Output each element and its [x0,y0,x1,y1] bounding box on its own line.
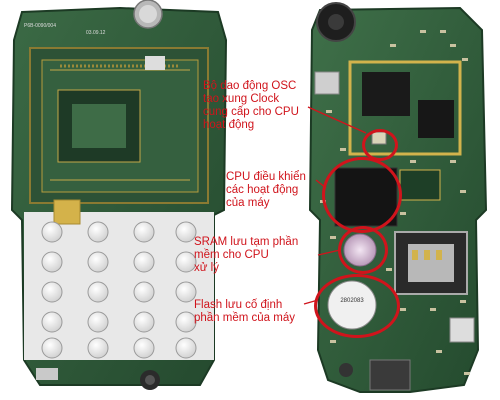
flash-pointer [303,299,319,305]
smd-components [320,30,470,375]
smd-part [430,308,436,311]
keypad-dome [133,221,155,243]
keypad-dome [87,281,109,303]
keypad-dome [175,251,197,273]
keypad-dome [175,221,197,243]
smd-part [326,110,332,113]
osc-label: Bộ dao động OSC tạo xung Clock cung cấp … [203,80,299,131]
smd-part [330,236,336,239]
keypad-dome [175,337,197,359]
board-print-date: 03.09.12 [86,30,106,36]
keypad-dome [175,281,197,303]
smd-part [420,30,426,33]
smd-part [400,308,406,311]
keypad-dome [87,311,109,333]
smd-part [340,148,346,151]
smd-part [436,350,442,353]
sram-pointer [317,249,341,256]
keypad-dome [133,281,155,303]
keypad-dome [133,251,155,273]
smd-part [450,44,456,47]
flash-label: Flash lưu cố định phần mềm của máy [194,299,295,324]
keypad-dome [41,221,63,243]
smd-part [460,190,466,193]
keypad-dome [87,221,109,243]
sram-label: SRAM lưu tạm phần mềm cho CPU xử lý [194,236,299,274]
osc-pointer [307,106,367,134]
keypad-dome [87,337,109,359]
smd-part [390,44,396,47]
cpu-label: CPU điều khiển các hoạt động của máy [226,171,306,209]
keypad-dome [175,311,197,333]
left-board-image: P6B-0090/004 03.09.12 [10,0,228,390]
smd-part [330,340,336,343]
keypad-dome [133,337,155,359]
smd-part [464,372,470,375]
keypad-dome [133,311,155,333]
smd-part [386,268,392,271]
board-print-code: P6B-0090/004 [24,23,56,29]
smd-part [440,30,446,33]
cpu-pointer [315,179,327,189]
keypad-dome [87,251,109,273]
smd-part [462,58,468,61]
smd-part [410,160,416,163]
osc-highlight-ring [362,129,398,161]
keypad-dome [41,337,63,359]
keypad-dome [41,251,63,273]
keypad-dome [41,311,63,333]
keypad-dome [41,281,63,303]
smd-part [450,160,456,163]
smd-part [460,300,466,303]
flash-highlight-ring [314,274,400,338]
keypad-domes [41,221,197,359]
smd-part [400,212,406,215]
